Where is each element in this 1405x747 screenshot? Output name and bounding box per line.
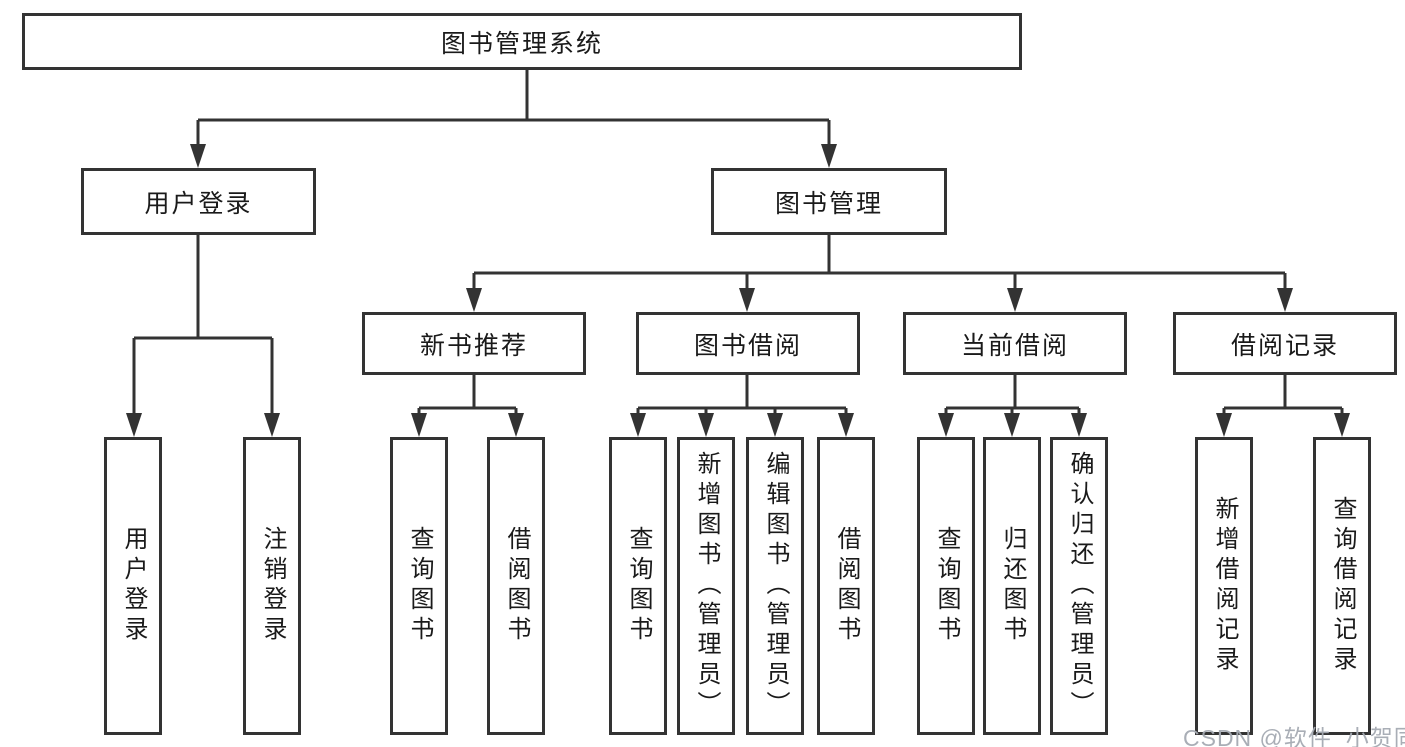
leaf-add-books-admin: 新增图书（管理员） <box>677 437 735 735</box>
node-book-borrow: 图书借阅 <box>636 312 860 375</box>
leaf-query-books-borrow: 查询图书 <box>609 437 667 735</box>
node-book-management: 图书管理 <box>711 168 947 235</box>
node-library-management-system: 图书管理系统 <box>22 13 1022 70</box>
node-user-login: 用户登录 <box>81 168 316 235</box>
leaf-confirm-return-admin: 确认归还（管理员） <box>1050 437 1108 735</box>
leaf-query-books-current: 查询图书 <box>917 437 975 735</box>
leaf-borrow-books: 借阅图书 <box>817 437 875 735</box>
leaf-logout: 注销登录 <box>243 437 301 735</box>
leaf-user-login: 用户登录 <box>104 437 162 735</box>
leaf-query-borrow-record: 查询借阅记录 <box>1313 437 1371 735</box>
leaf-query-books-recommend: 查询图书 <box>390 437 448 735</box>
leaf-edit-books-admin: 编辑图书（管理员） <box>746 437 804 735</box>
node-current-borrow: 当前借阅 <box>903 312 1127 375</box>
csdn-watermark: CSDN @软件_小贺同学 <box>1183 725 1405 747</box>
node-new-book-recommend: 新书推荐 <box>362 312 586 375</box>
node-borrow-records: 借阅记录 <box>1173 312 1397 375</box>
leaf-return-books: 归还图书 <box>983 437 1041 735</box>
leaf-add-borrow-record: 新增借阅记录 <box>1195 437 1253 735</box>
leaf-borrow-books-recommend: 借阅图书 <box>487 437 545 735</box>
